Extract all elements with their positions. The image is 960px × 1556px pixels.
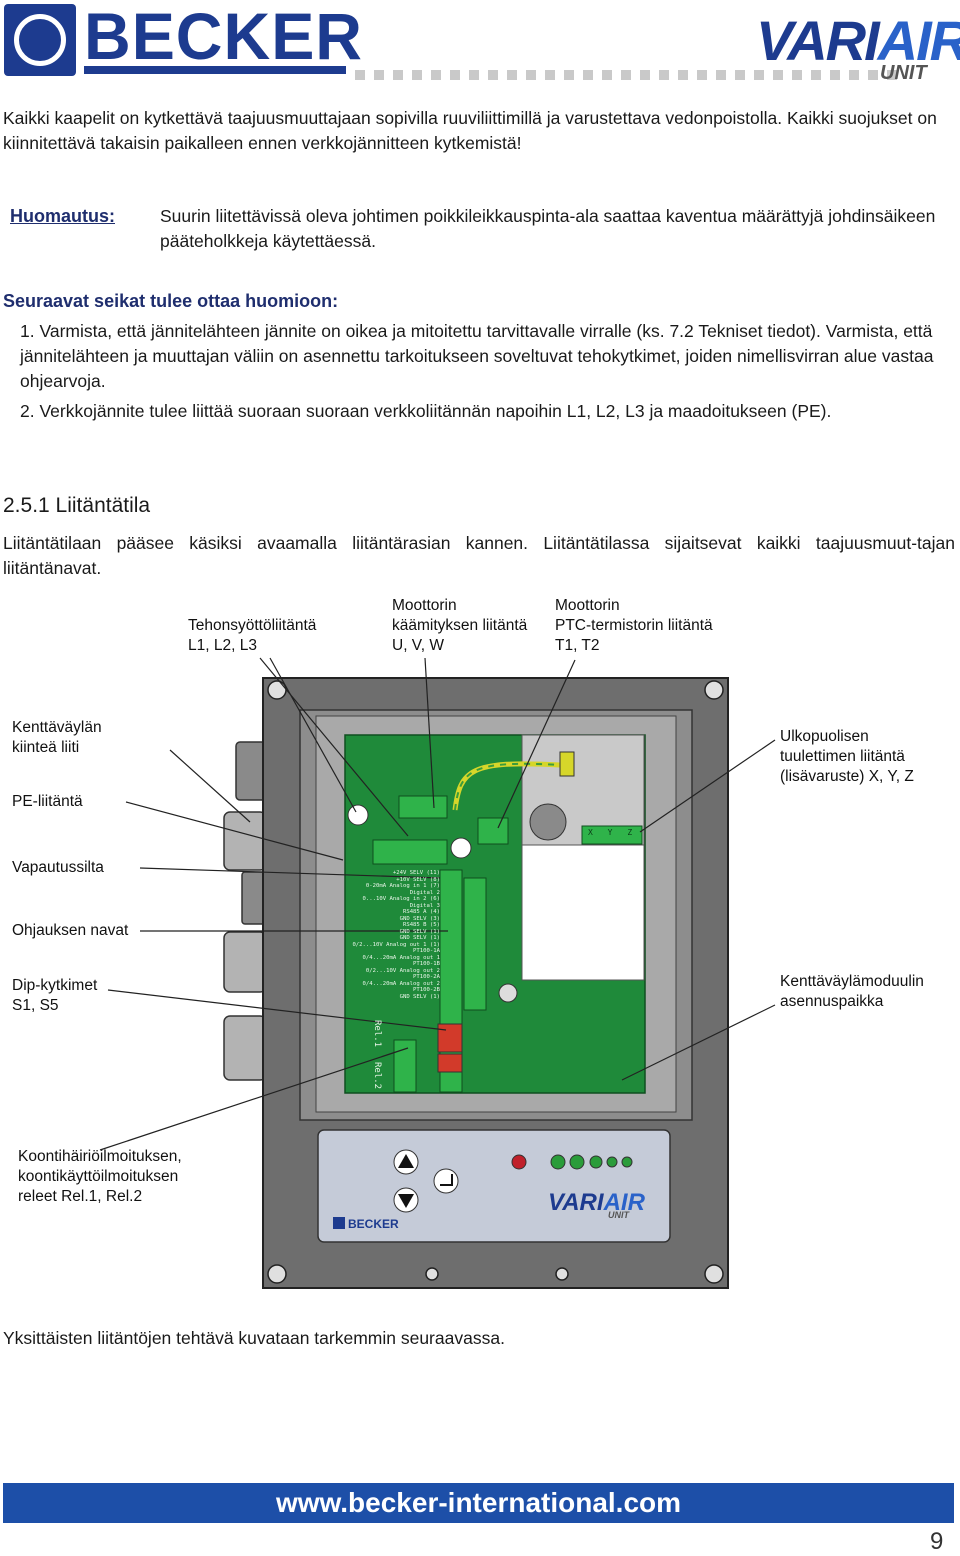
relay-label-1: Rel.1: [372, 1020, 382, 1048]
list-heading: Seuraavat seikat tulee ottaa huomioon:: [3, 291, 339, 311]
becker-logo-text: BECKER: [84, 0, 364, 73]
terminal-label: PT100-2A: [413, 974, 440, 980]
up-arrow-icon: [398, 1154, 414, 1168]
terminal-label: 0/2...10V Analog out 1 (1): [352, 941, 440, 948]
dip-switch-s5: [437, 1053, 463, 1073]
terminal-label: PT100-1A: [413, 948, 440, 954]
terminal-label: GND SELV (1): [399, 993, 440, 1000]
outro-paragraph: Yksittäisten liitäntöjen tehtävä kuvataa…: [3, 1328, 505, 1348]
terminal-label: GND SELV (1): [399, 935, 440, 941]
terminal-label: 0-20mA Analog in 1 (7): [365, 883, 440, 889]
terminal-label: +10V SELV (8): [396, 876, 440, 883]
variair-logo-unit: UNIT: [880, 62, 927, 84]
terminal-label: Digital 2: [409, 889, 440, 896]
note-label: Huomautus:: [10, 206, 115, 226]
section-title: 2.5.1 Liitäntätila: [3, 494, 151, 517]
panel-becker-logo: BECKER: [348, 1217, 399, 1231]
cable-glands: [223, 741, 267, 1081]
terminal-label: Digital 3: [409, 902, 440, 909]
footer-url-link[interactable]: www.becker-international.com: [275, 1487, 682, 1518]
terminal-label: 0/4...20mA Analog out 2: [362, 980, 440, 987]
label-release-bridge: Vapautussilta: [12, 859, 104, 876]
becker-logo-ring: [14, 14, 66, 66]
terminal-label-list: +24V SELV (11)+10V SELV (8)0-20mA Analog…: [348, 870, 440, 1000]
terminal-label: GND SELV (3): [399, 915, 440, 922]
list-item-2: 2. Verkkojännite tulee liittää suoraan s…: [20, 401, 832, 421]
becker-logo-underline: [84, 66, 346, 74]
label-pe: PE-liitäntä: [12, 793, 83, 810]
intro-paragraph: Kaikki kaapelit on kytkettävä taajuusmuu…: [3, 108, 937, 153]
label-relays: Koontihäiriöilmoituksen,koontikäyttöilmo…: [18, 1148, 182, 1205]
terminal-label: GND SELV (1): [399, 928, 440, 935]
terminal-label: PT100-1B: [413, 961, 440, 967]
label-control-terminals: Ohjauksen navat: [12, 922, 129, 939]
relay-label-2: Rel.2: [372, 1062, 382, 1090]
footer-bar: [3, 1483, 954, 1523]
variair-logo-text: VARIAIR: [756, 9, 960, 72]
fan-terminal-labels: X Y Z: [588, 828, 633, 837]
terminal-label: 0...10V Analog in 2 (6): [362, 896, 440, 902]
led-fault: [511, 1154, 527, 1170]
terminal-label: 0/2...10V Analog out 2: [365, 967, 440, 974]
fieldbus-module-slot: [521, 844, 645, 981]
list-item-1: 1. Varmista, että jännitelähteen jännite…: [20, 321, 934, 391]
terminal-label: 0/4...20mA Analog out 1: [362, 954, 440, 961]
becker-logo-mark-icon: [4, 4, 76, 76]
terminal-label: RS485 B (5): [402, 922, 440, 928]
terminal-label: RS485 A (4): [402, 909, 440, 915]
terminal-label: PT100-2B: [413, 987, 440, 993]
enter-icon: [433, 1168, 459, 1194]
dip-switch-s1: [437, 1023, 463, 1053]
down-arrow-icon: [398, 1194, 414, 1208]
terminal-label: +24V SELV (11): [392, 870, 440, 876]
section-text: Liitäntätilaan pääsee käsiksi avaamalla …: [3, 533, 955, 578]
page-number: 9: [930, 1528, 944, 1555]
leader-lines: [99, 657, 776, 1151]
connection-box-diagram: VARIAIR UNIT BECKER: [99, 657, 776, 1289]
panel-unit-text: UNIT: [608, 1210, 630, 1220]
panel-variair-logo: VARIAIR: [548, 1189, 646, 1216]
note-text: Suurin liitettävissä oleva johtimen poik…: [160, 206, 936, 251]
header-dot-divider: [355, 70, 900, 80]
